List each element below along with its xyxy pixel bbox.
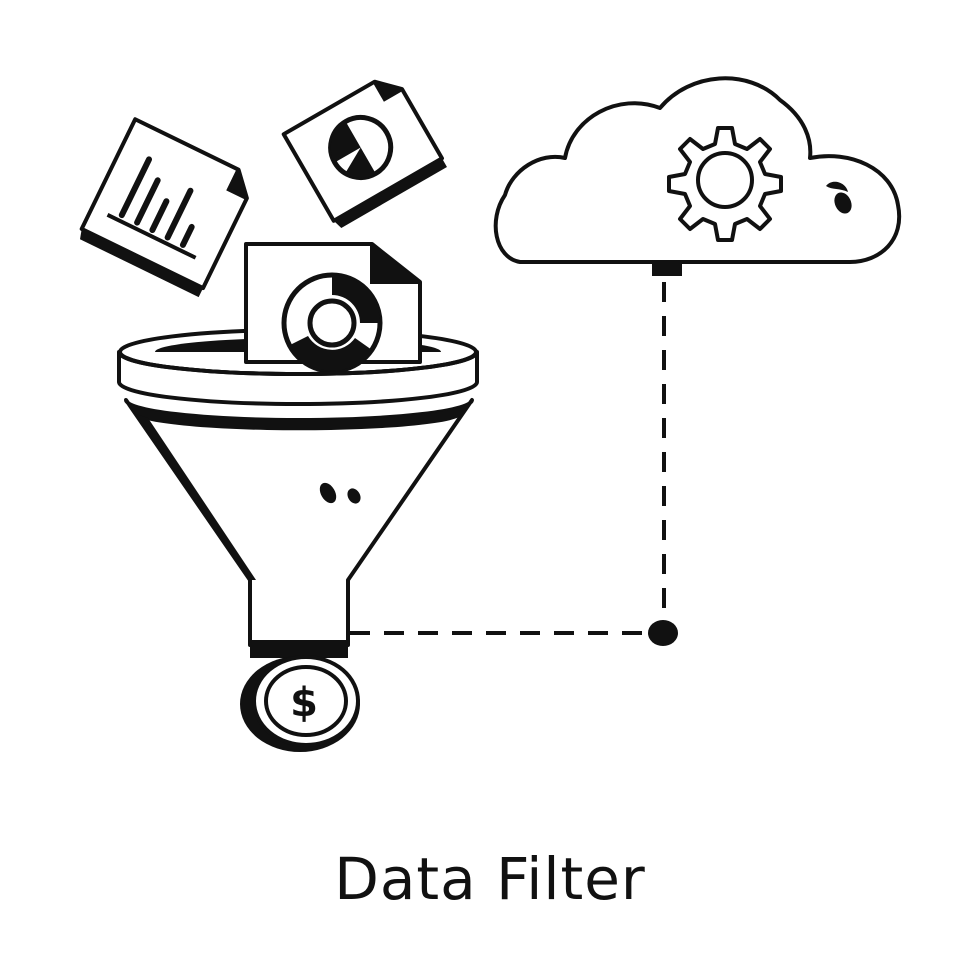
bar-chart-document-icon bbox=[79, 117, 249, 298]
cloud-connector-plug bbox=[652, 262, 682, 276]
caption-title: Data Filter bbox=[334, 845, 646, 913]
gear-icon bbox=[667, 126, 783, 242]
cloud-icon bbox=[493, 76, 902, 264]
dashed-connector-line bbox=[350, 282, 666, 635]
dollar-sign: $ bbox=[290, 680, 318, 726]
dollar-coin-icon: $ bbox=[240, 655, 360, 752]
connector-node bbox=[648, 620, 678, 646]
donut-chart-document-icon bbox=[244, 242, 422, 374]
pie-chart-document-icon bbox=[281, 79, 447, 228]
funnel-icon bbox=[117, 242, 479, 658]
